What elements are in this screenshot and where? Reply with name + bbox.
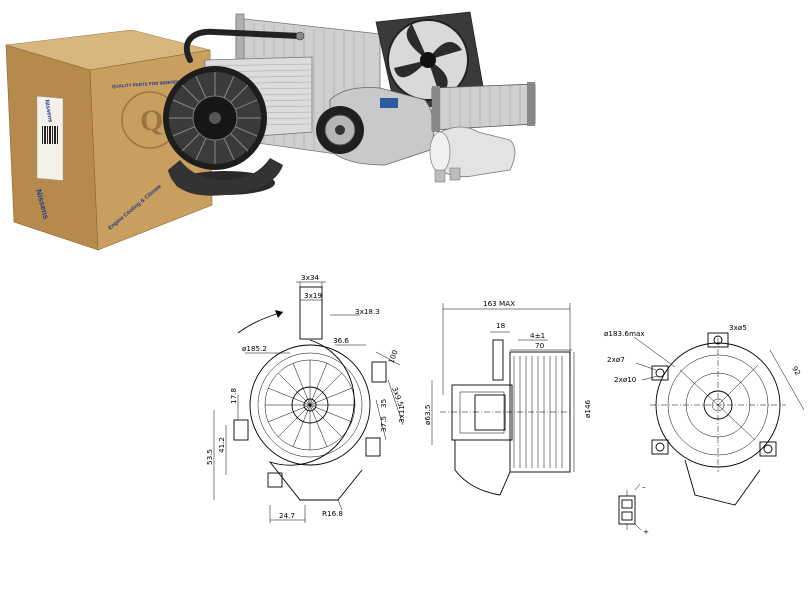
connector-plus-label: + [643,527,649,536]
rear-dim-3xdia5: 3xø5 [729,323,747,332]
front-dim-37.5: 37.5 [379,416,388,432]
blower-motor [163,66,283,196]
front-dim-dia185.2: ø185.2 [242,344,267,353]
rear-view-drawing: ø183.6max 3xø5 2xø7 2xø10 92 [604,323,805,506]
rear-dim-92: 92 [790,365,802,377]
product-photo: Nissens Nissens QUALITY PARTS FOR INDEPE… [5,11,536,251]
box-label-brand: Nissens [43,99,53,123]
connector-minus-label: – [642,482,646,491]
side-dim-4pm1: 4±1 [530,331,545,340]
nissens-box: Nissens Nissens QUALITY PARTS FOR INDEPE… [5,29,227,251]
front-dim-100: 100 [386,348,399,364]
front-dim-3x9.5: 3x9.5 [390,386,405,408]
ac-compressor [316,87,435,166]
front-dim-3x34: 3x34 [301,273,319,282]
side-dim-18: 18 [496,321,506,330]
front-dim-r16.8: R16.8 [322,509,343,518]
heater-core [431,82,536,132]
side-dim-163max: 163 MAX [483,299,515,308]
front-dim-17.8: 17.8 [229,388,238,404]
side-view-drawing: 163 MAX 18 4±1 70 ø63.5 [423,299,592,496]
front-dim-53.5: 53.5 [205,449,214,465]
front-dim-35: 35 [379,399,388,408]
side-dim-dia63.5: ø63.5 [423,405,432,425]
side-dim-70: 70 [535,341,545,350]
front-view-drawing: 3x34 3x19 3x18.3 36.6 ø185.2 100 3x9.5 3… [205,273,406,523]
receiver-drier [429,126,516,183]
rear-dim-2xdia10: 2xø10 [614,375,637,384]
connector-pinout: – + [618,482,649,536]
barcode [42,126,58,144]
front-dim-3x18.3: 3x18.3 [355,307,380,316]
rear-dim-dia183.6max: ø183.6max [604,329,645,338]
side-dim-dia146: ø146 [583,399,592,418]
front-dim-3x19: 3x19 [304,291,322,300]
front-dim-41.2: 41.2 [217,437,226,453]
front-dim-24.7: 24.7 [279,511,295,520]
front-dim-3x11: 3x11 [397,405,406,423]
ac-pipe [183,28,303,63]
front-dim-36.6: 36.6 [333,336,349,345]
svg-text:Q: Q [140,104,163,137]
rear-dim-2xdia7: 2xø7 [607,355,625,364]
